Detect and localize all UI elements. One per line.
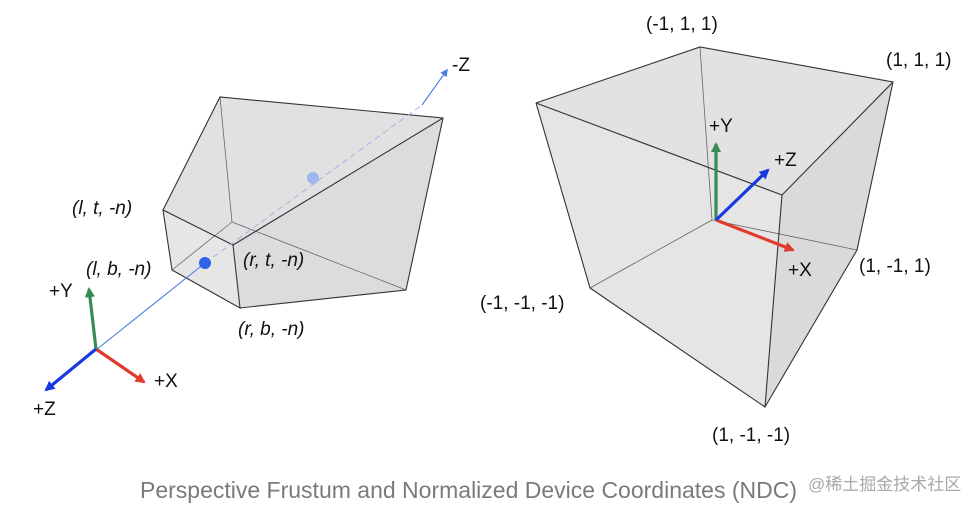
- cube-label-top-back-left: (-1, 1, 1): [646, 14, 718, 35]
- frustum-edge: [232, 117, 444, 246]
- cube-face-top: [536, 47, 893, 195]
- ndc-axis-x-label: +X: [788, 260, 812, 281]
- cube-edge: [764, 194, 783, 408]
- frustum-axis-z-label: +Z: [33, 399, 56, 420]
- frustum-hidden-edge: [219, 96, 233, 223]
- figure-caption: Perspective Frustum and Normalized Devic…: [140, 477, 797, 503]
- frustum-label-right-bottom-near: (r, b, -n): [238, 319, 305, 340]
- frustum-face-top: [163, 97, 443, 245]
- frustum-label-left-bottom-near: (l, b, -n): [86, 259, 151, 280]
- cube-hidden-edge: [711, 219, 858, 251]
- frustum-diagram: -Z (l, t, -n) (l, b, -n) (r, t, -n) (r, …: [33, 55, 470, 420]
- cube-hidden-edge: [699, 46, 713, 221]
- frustum-label-right-top-near: (r, t, -n): [243, 250, 304, 271]
- ndc-axis-z-arrow: [714, 168, 770, 222]
- frustum-axis-y-label: +Y: [49, 281, 73, 302]
- cube-label-bottom-back-right: (1, -1, 1): [859, 256, 931, 277]
- frustum-axis-y-arrow: [84, 286, 98, 350]
- far-plane-center-dot: [307, 172, 319, 184]
- view-axis-arrow: [421, 68, 448, 106]
- frustum-label-left-top-near: (l, t, -n): [72, 198, 132, 219]
- frustum-near-plane: [162, 209, 241, 310]
- ndc-axis-y-label: +Y: [709, 116, 733, 137]
- view-axis-hidden: [204, 104, 423, 264]
- frustum-axis-x-arrow: [95, 347, 146, 384]
- ndc-cube-diagram: (-1, 1, 1) (1, 1, 1) (1, -1, 1) (-1, -1,…: [480, 14, 951, 446]
- frustum-hidden-edge: [171, 221, 233, 271]
- near-plane-center-dot: [199, 257, 211, 269]
- ndc-axis-z-label: +Z: [774, 150, 797, 171]
- cube-label-top-back-right: (1, 1, 1): [886, 50, 951, 71]
- view-axis: [95, 262, 206, 351]
- cube-hidden-edge: [589, 219, 713, 289]
- frustum-axis-z-arrow: [44, 347, 98, 392]
- view-axis-label: -Z: [452, 55, 470, 76]
- ndc-axis-x-arrow: [715, 218, 795, 252]
- frustum-hidden-edge: [231, 221, 407, 291]
- cube-label-bottom-front-right: (1, -1, -1): [712, 425, 790, 446]
- cube-face-left: [536, 103, 782, 407]
- frustum-face-right: [233, 118, 443, 308]
- cube-edge: [535, 46, 894, 408]
- cube-label-bottom-front-left: (-1, -1, -1): [480, 293, 564, 314]
- frustum-axis-x-label: +X: [154, 371, 178, 392]
- watermark: @稀土掘金技术社区: [808, 475, 961, 494]
